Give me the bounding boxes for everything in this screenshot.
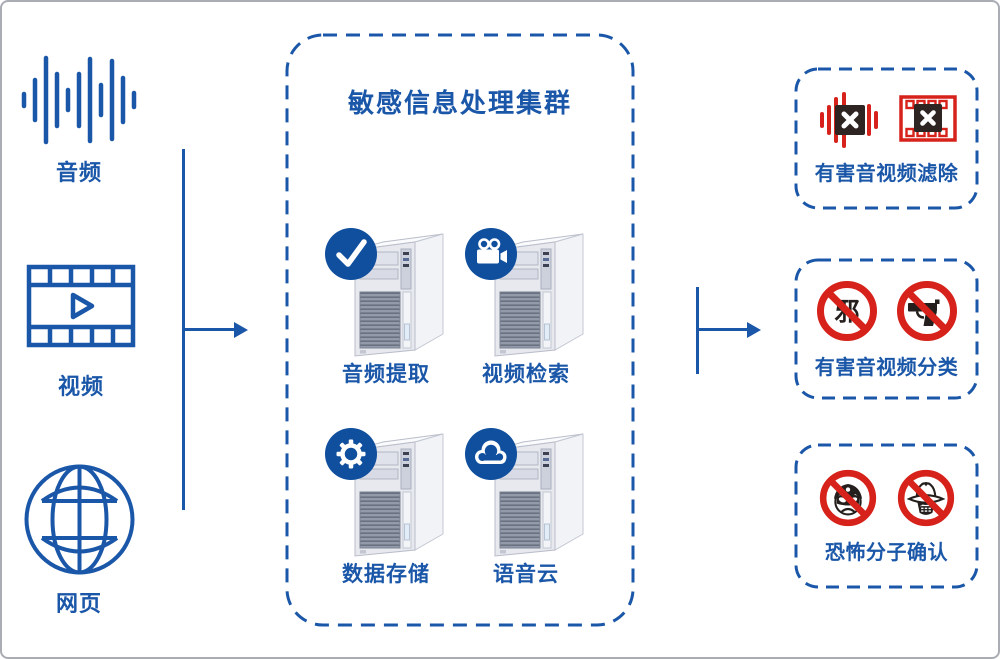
server-tower-icon bbox=[325, 228, 444, 357]
no-evil-sign-icon: 邪 bbox=[816, 280, 877, 341]
node-voice-cloud: 语音云 bbox=[458, 420, 594, 587]
input-item-audio: 音频 bbox=[2, 54, 159, 186]
no-gun-icon bbox=[896, 280, 957, 341]
node-voice-cloud-label: 语音云 bbox=[493, 563, 559, 586]
node-audio-extraction: 音频提取 bbox=[318, 220, 454, 387]
input-flow-horizontal-line bbox=[182, 328, 235, 331]
output-flow-arrowhead-icon bbox=[747, 321, 761, 338]
check-icon bbox=[336, 239, 367, 267]
input-item-webpage: 网页 bbox=[2, 462, 159, 617]
input-flow-arrowhead-icon bbox=[234, 321, 248, 338]
input-audio-label: 音频 bbox=[55, 160, 102, 185]
server-tower-icon bbox=[465, 428, 584, 557]
no-terrorist-face-icon bbox=[819, 469, 876, 526]
node-data-storage: 数据存储 bbox=[318, 420, 454, 587]
server-tower-icon bbox=[465, 228, 584, 357]
output-box-terrorist: 恐怖分子确认 bbox=[794, 443, 979, 589]
output-terrorist-label: 恐怖分子确认 bbox=[825, 541, 948, 564]
output-box-border bbox=[794, 258, 979, 400]
cluster-box-border bbox=[285, 33, 635, 627]
blocked-audio-icon bbox=[819, 92, 878, 148]
blocked-film-icon bbox=[898, 95, 957, 142]
video-camera-icon bbox=[477, 238, 507, 264]
server-tower-icon bbox=[325, 428, 444, 557]
input-item-video: 视频 bbox=[2, 264, 161, 400]
node-video-retrieval: 视频检索 bbox=[458, 220, 594, 387]
node-video-retrieval-label: 视频检索 bbox=[482, 363, 570, 386]
node-data-storage-label: 数据存储 bbox=[342, 563, 430, 586]
output-box-border bbox=[794, 443, 979, 589]
output-flow-horizontal-line bbox=[696, 328, 748, 331]
output-box-classification: 邪 有害音视频分类 bbox=[794, 258, 979, 400]
output-box-border bbox=[794, 67, 979, 210]
globe-icon bbox=[24, 464, 134, 575]
no-bandit-face-icon bbox=[897, 469, 954, 526]
video-frame-icon bbox=[26, 264, 136, 348]
badge-circle bbox=[325, 228, 377, 280]
input-video-label: 视频 bbox=[57, 374, 104, 399]
node-audio-extraction-label: 音频提取 bbox=[342, 363, 430, 386]
gear-icon bbox=[336, 439, 366, 469]
output-filtering-label: 有害音视频滤除 bbox=[814, 163, 959, 185]
input-webpage-label: 网页 bbox=[55, 591, 102, 616]
cluster-title: 敏感信息处理集群 bbox=[347, 88, 572, 118]
output-classification-label: 有害音视频分类 bbox=[814, 356, 959, 379]
badge-circle bbox=[325, 428, 377, 480]
cloud-icon bbox=[475, 440, 507, 464]
audio-waveform-icon bbox=[21, 55, 137, 145]
output-box-filtering: 有害音视频滤除 bbox=[794, 67, 979, 210]
cluster-box: 敏感信息处理集群 bbox=[285, 33, 635, 627]
